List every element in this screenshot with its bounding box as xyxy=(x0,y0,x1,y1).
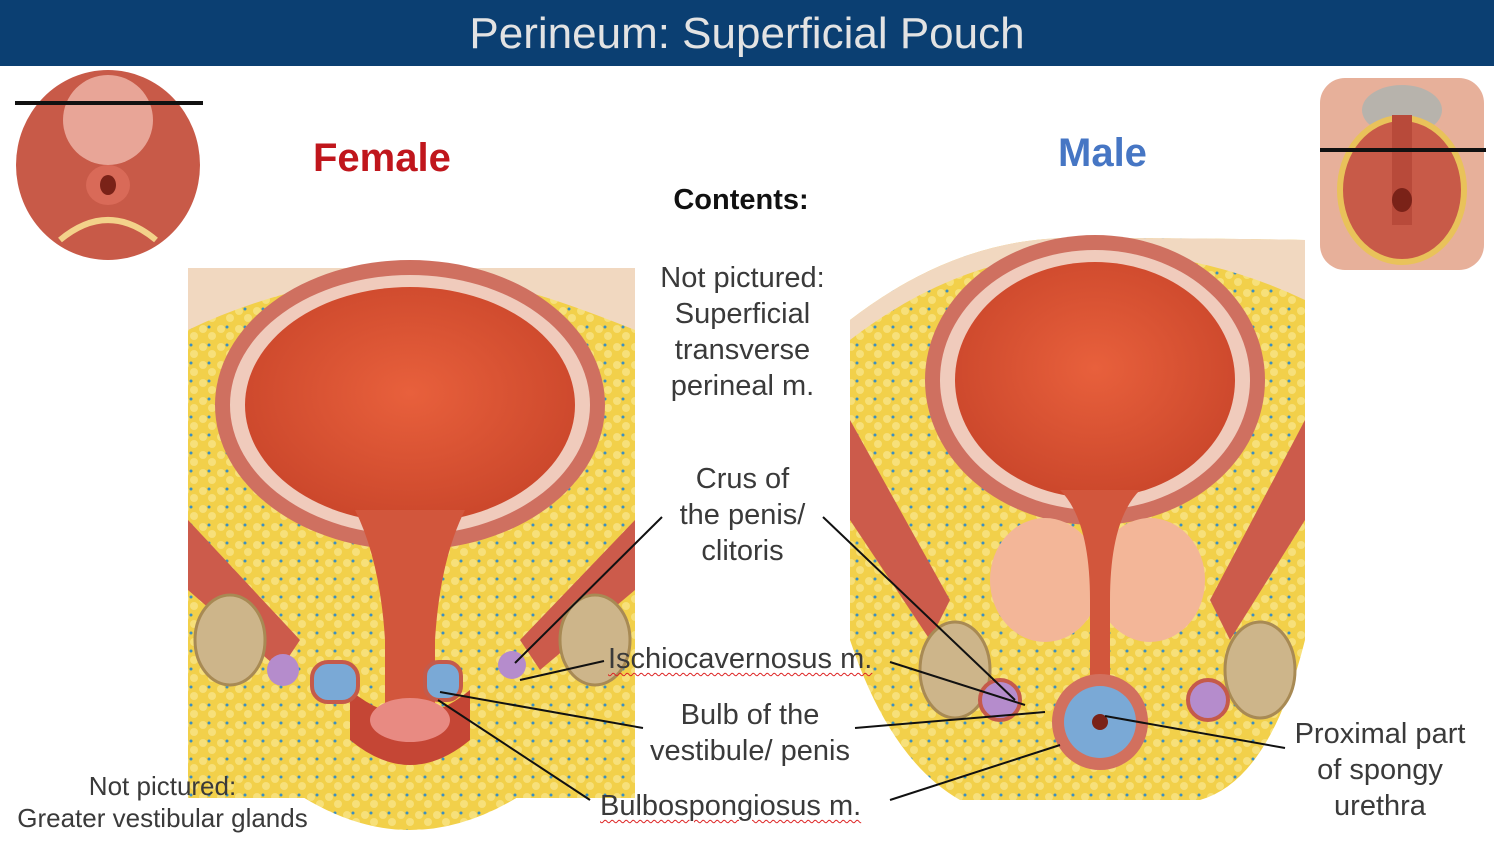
male-section-image xyxy=(850,235,1305,801)
male-inset-image xyxy=(1320,78,1484,270)
label-greater-vestibular-glands: Not pictured: Greater vestibular glands xyxy=(17,771,308,833)
female-inset-image xyxy=(16,70,200,260)
label-bulbospongiosus: Bulbospongiosus m. xyxy=(600,790,862,822)
contents-heading: Contents: xyxy=(673,184,809,216)
title-bar xyxy=(0,0,1494,66)
slide-title: Perineum: Superficial Pouch xyxy=(469,9,1025,58)
female-section-image xyxy=(188,260,635,830)
male-heading: Male xyxy=(1058,131,1147,175)
leader-lines xyxy=(437,516,1286,801)
label-spongy-urethra: Proximal part of spongy urethra xyxy=(1294,718,1466,822)
label-superficial-transverse-perineal: Not pictured: Superficial transverse per… xyxy=(660,262,825,402)
label-crus: Crus of the penis/ clitoris xyxy=(679,463,806,567)
label-ischiocavernosus: Ischiocavernosus m. xyxy=(608,643,873,675)
label-bulb: Bulb of the vestibule/ penis xyxy=(650,699,850,767)
female-heading: Female xyxy=(313,136,451,180)
